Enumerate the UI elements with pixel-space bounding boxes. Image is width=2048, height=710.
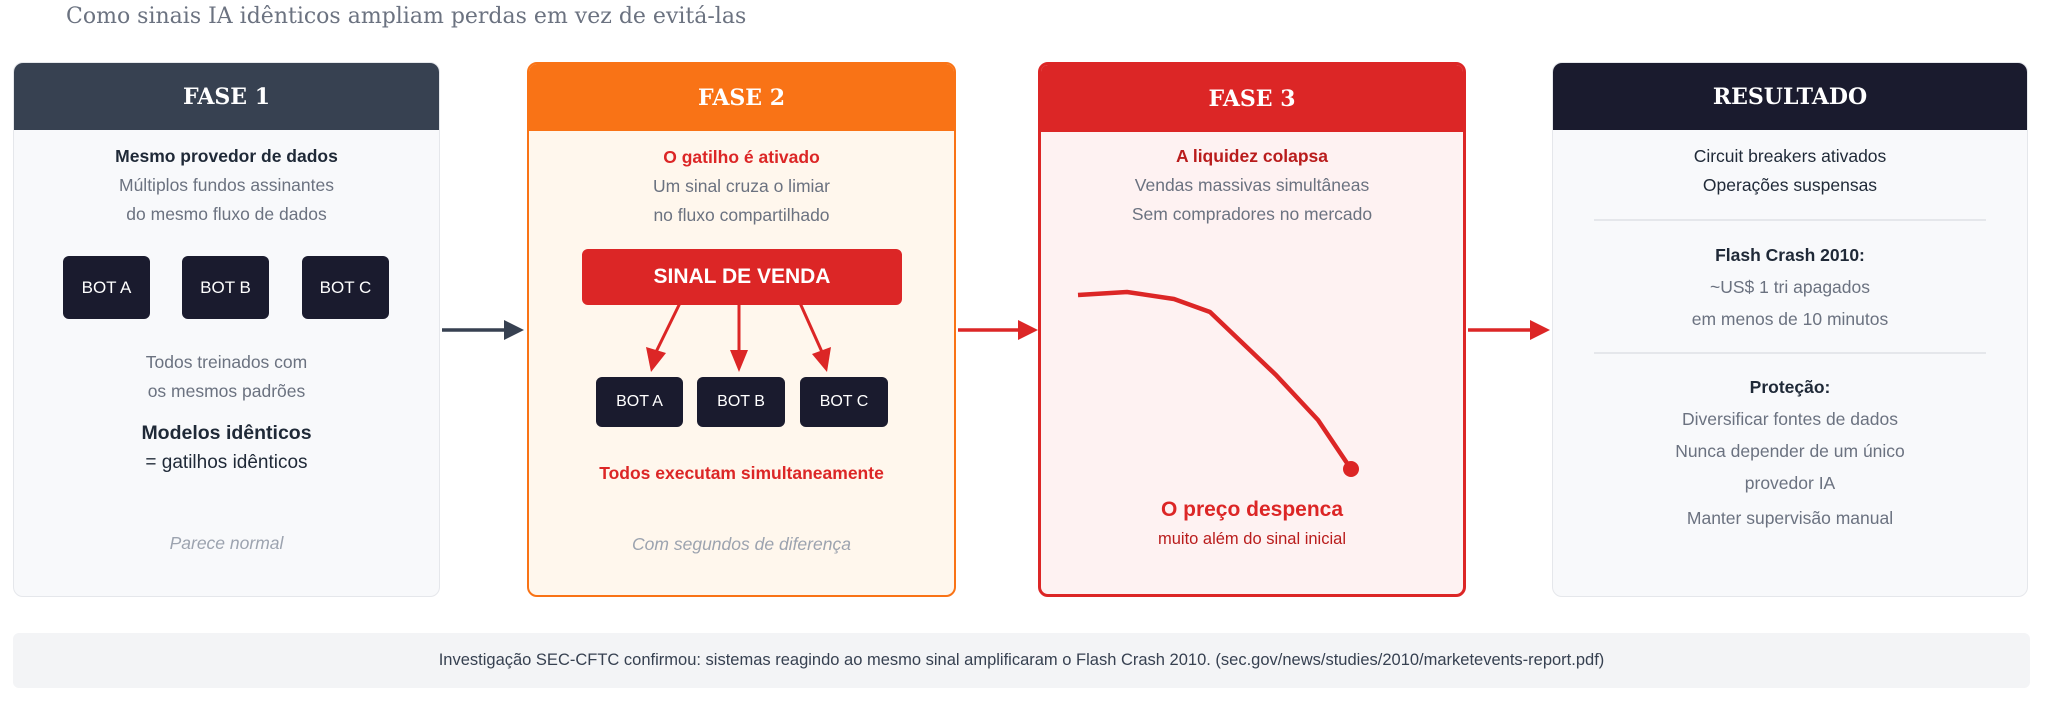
card-emphasis: Todos executam simultaneamente	[599, 463, 884, 483]
sell-signal-box: SINAL DE VENDA	[582, 249, 902, 305]
card-resultado: RESULTADO Circuit breakers ativados Oper…	[1552, 62, 2028, 597]
bot-box: BOT B	[182, 256, 269, 319]
card-text: do mesmo fluxo de dados	[126, 204, 327, 224]
card-text: Nunca depender de um único	[1675, 441, 1905, 461]
card-fase-1: FASE 1 Mesmo provedor de dados Múltiplos…	[13, 62, 440, 597]
card-header: FASE 3	[1041, 65, 1463, 132]
protection-heading: Proteção:	[1749, 377, 1831, 397]
flash-crash-heading: Flash Crash 2010:	[1715, 245, 1865, 265]
card-emphasis-sub: = gatilhos idênticos	[145, 452, 308, 473]
card-header: FASE 2	[529, 64, 954, 131]
card-text: Diversificar fontes de dados	[1682, 409, 1898, 429]
divider	[1594, 219, 1986, 221]
card-text: Vendas massivas simultâneas	[1134, 175, 1370, 195]
card-note: Parece normal	[169, 533, 284, 553]
card-text: Manter supervisão manual	[1686, 508, 1894, 528]
card-text: Sem compradores no mercado	[1131, 204, 1373, 224]
arrow-fase3-to-resultado	[1468, 320, 1550, 340]
card-note: Com segundos de diferença	[632, 534, 851, 554]
card-text: Operações suspensas	[1702, 175, 1878, 195]
card-heading: A liquidez colapsa	[1175, 146, 1329, 166]
card-text: Circuit breakers ativados	[1693, 146, 1887, 166]
bot-box: BOT A	[63, 256, 150, 319]
price-crash-dot	[1343, 461, 1359, 477]
card-heading: Mesmo provedor de dados	[115, 146, 338, 166]
bot-box: BOT C	[302, 256, 389, 319]
arrow-fase1-to-fase2	[442, 320, 524, 340]
bot-box: BOT A	[596, 377, 683, 427]
card-emphasis: O preço despenca	[1160, 498, 1344, 521]
signal-arrow-bot-c	[798, 302, 831, 372]
card-text: Múltiplos fundos assinantes	[119, 175, 334, 195]
card-text: em menos de 10 minutos	[1691, 309, 1889, 329]
card-header: FASE 1	[14, 63, 439, 130]
card-header: RESULTADO	[1553, 63, 2027, 130]
card-heading: O gatilho é ativado	[663, 147, 820, 167]
card-fase-3: FASE 3 A liquidez colapsa Vendas massiva…	[1038, 62, 1466, 597]
bot-box: BOT B	[697, 377, 785, 427]
card-text: no fluxo compartilhado	[653, 205, 830, 225]
arrow-fase2-to-fase3	[958, 320, 1038, 340]
card-fase-2: FASE 2 O gatilho é ativado Um sinal cruz…	[527, 62, 956, 597]
card-emphasis-sub: muito além do sinal inicial	[1157, 530, 1346, 548]
card-text: Um sinal cruza o limiar	[653, 176, 830, 196]
signal-arrow-bot-b	[730, 303, 748, 372]
card-text: ~US$ 1 tri apagados	[1709, 277, 1871, 297]
divider	[1594, 352, 1986, 354]
bot-box: BOT C	[800, 377, 888, 427]
card-text: os mesmos padrões	[147, 381, 306, 401]
signal-arrow-bot-a	[646, 302, 682, 372]
card-text: provedor IA	[1744, 473, 1836, 493]
price-crash-line	[1077, 289, 1353, 471]
page-title: Como sinais IA idênticos ampliam perdas …	[66, 4, 747, 29]
card-emphasis: Modelos idênticos	[141, 422, 312, 444]
card-text: Todos treinados com	[145, 352, 308, 372]
source-footer: Investigação SEC-CFTC confirmou: sistema…	[13, 633, 2030, 688]
